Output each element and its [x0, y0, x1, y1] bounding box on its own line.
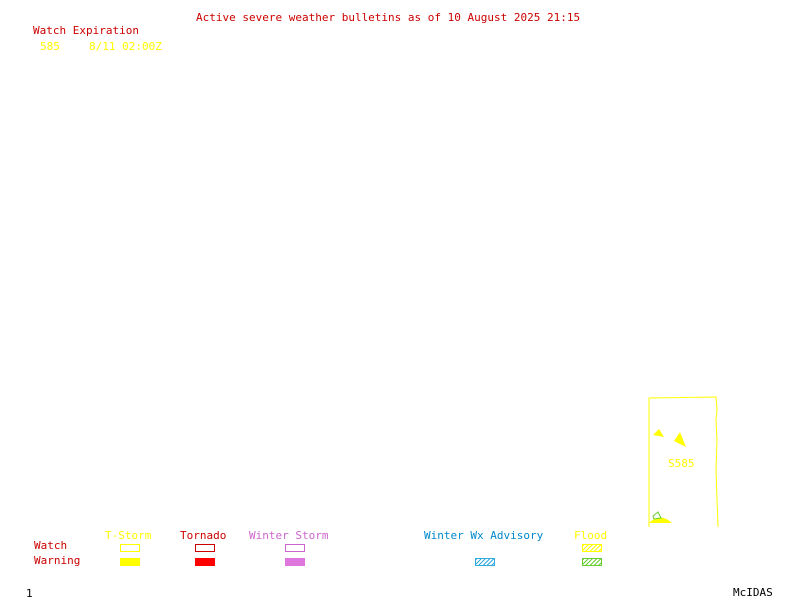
- warning-polygon-2: [674, 432, 686, 447]
- brand-label: McIDAS: [733, 586, 773, 599]
- watch-expiration-label: Watch Expiration: [33, 24, 139, 37]
- legend-tstorm-label: T-Storm: [105, 529, 152, 542]
- swatch-tornado-watch: [195, 544, 215, 552]
- legend-tornado-label: Tornado: [180, 529, 227, 542]
- legend-winter-storm-label: Winter Storm: [249, 529, 329, 542]
- watch-box-585: [648, 396, 719, 528]
- legend-row-warning: Warning: [34, 554, 81, 567]
- legend-row-watch: Watch: [34, 539, 68, 552]
- watch-expiry-time: 8/11 02:00Z: [89, 40, 162, 53]
- swatch-winter-storm-warning: [285, 558, 305, 566]
- legend-flood-label: Flood: [574, 529, 608, 542]
- swatch-flood-watch: [582, 544, 602, 552]
- swatch-winter-wx-advisory: [475, 558, 495, 566]
- watch-number: 585: [40, 40, 60, 53]
- flood-warning-polygon: [652, 511, 662, 520]
- swatch-tstorm-watch: [120, 544, 140, 552]
- swatch-flood-warning: [582, 558, 602, 566]
- swatch-tstorm-warning: [120, 558, 140, 566]
- bulletin-title: Active severe weather bulletins as of 10…: [196, 11, 581, 24]
- watch-box-label: S585: [668, 457, 695, 470]
- warning-polygon-1: [653, 429, 664, 437]
- legend-winter-wx-advisory-label: Winter Wx Advisory: [424, 529, 544, 542]
- swatch-tornado-warning: [195, 558, 215, 566]
- frame-number: 1: [26, 587, 33, 600]
- swatch-winter-storm-watch: [285, 544, 305, 552]
